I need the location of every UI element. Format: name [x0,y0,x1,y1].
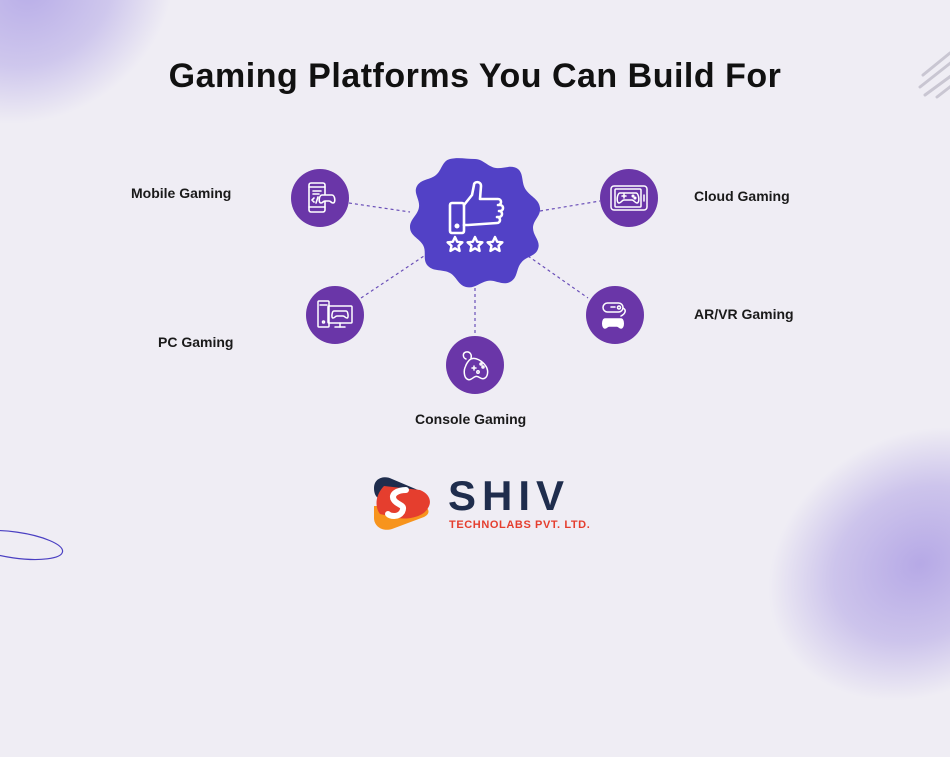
tablet-gamepad-icon [610,185,648,211]
platform-node-arvr [586,286,644,344]
desktop-pc-icon [317,300,353,328]
platform-node-pc [306,286,364,344]
decorative-ellipse [0,529,64,561]
console-controller-icon [462,351,489,381]
platform-label-pc: PC Gaming [158,334,234,350]
brand-name: SHIV [448,472,571,519]
decorative-stripes [918,51,950,99]
mobile-gamepad-icon [308,182,336,213]
platform-node-console [446,336,504,394]
page-title: Gaming Platforms You Can Build For [168,57,782,95]
platform-node-mobile [291,169,349,227]
platform-label-mobile: Mobile Gaming [131,185,232,201]
thumbs-up-stars-icon [410,158,541,288]
vr-headset-controller-icon [602,302,626,329]
platform-node-cloud [600,169,658,227]
connector-lines [348,200,601,336]
platform-label-cloud: Cloud Gaming [694,188,790,204]
platform-label-arvr: AR/VR Gaming [694,306,794,322]
shiv-logo-icon [374,477,430,530]
center-badge [408,155,542,289]
platform-label-console: Console Gaming [415,411,527,427]
brand-subtitle: TECHNOLABS PVT. LTD. [449,519,591,531]
brand-logo-mark [370,476,436,535]
